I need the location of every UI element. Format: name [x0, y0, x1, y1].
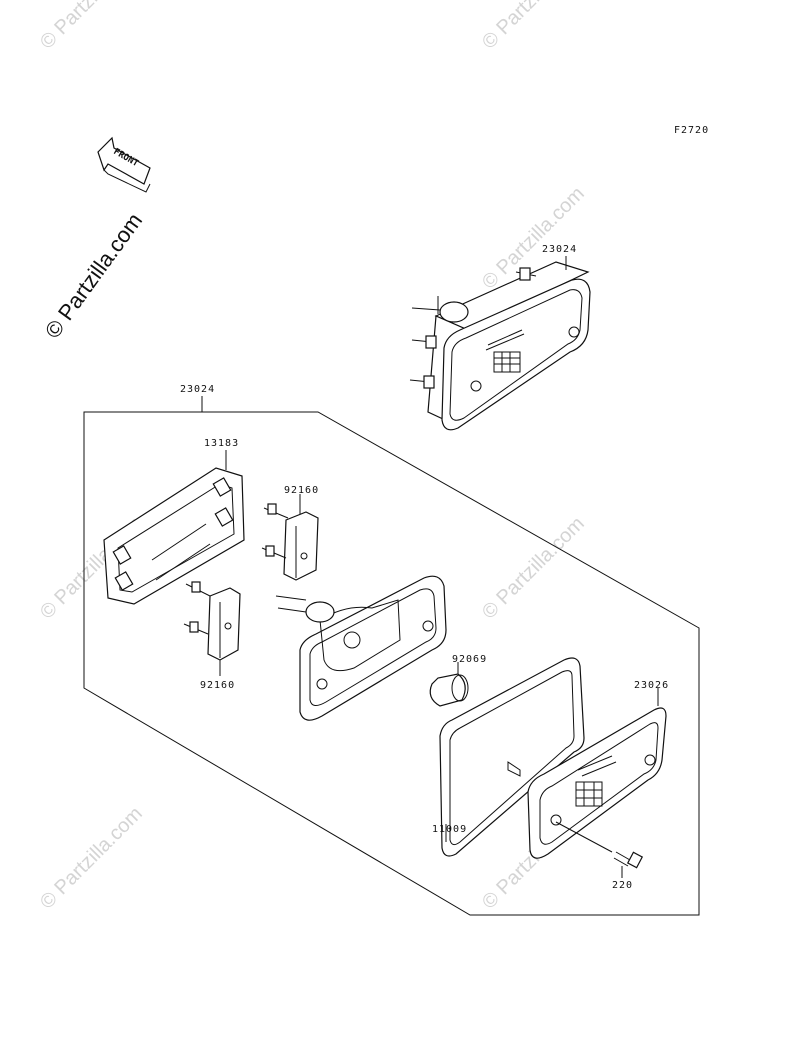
watermark-main: © Partzilla.com	[40, 208, 147, 343]
label-92069: 92069	[452, 654, 487, 665]
part-lamp-housing	[275, 575, 447, 721]
part-11009-gasket	[439, 657, 585, 857]
label-23026: 23026	[634, 680, 669, 691]
watermark-faint: © Partzilla.com	[36, 803, 147, 914]
part-23026-lens	[527, 688, 667, 859]
label-13183: 13183	[204, 438, 239, 449]
part-92069-bulb	[429, 662, 469, 707]
part-92160-spacer-top	[261, 494, 319, 581]
part-92160-spacer-bottom	[183, 581, 241, 676]
label-220: 220	[612, 880, 633, 891]
label-23024-main: 23024	[180, 384, 215, 395]
watermark-faint: © Partzilla.com	[478, 513, 589, 624]
watermark-faint: © Partzilla.com	[36, 0, 147, 54]
label-11009: 11009	[432, 824, 467, 835]
label-23024-top: 23024	[542, 244, 577, 255]
label-92160-bottom: 92160	[200, 680, 235, 691]
part-220-screw	[555, 821, 644, 878]
watermark-faint: © Partzilla.com	[478, 0, 589, 54]
part-13183-bracket	[103, 450, 245, 605]
part-23024-assembled-lamp	[409, 256, 591, 431]
label-92160-top: 92160	[284, 485, 319, 496]
front-arrow-icon: FRONT	[97, 136, 151, 193]
figure-code: F2720	[674, 125, 709, 136]
exploded-group-frame	[83, 411, 700, 916]
